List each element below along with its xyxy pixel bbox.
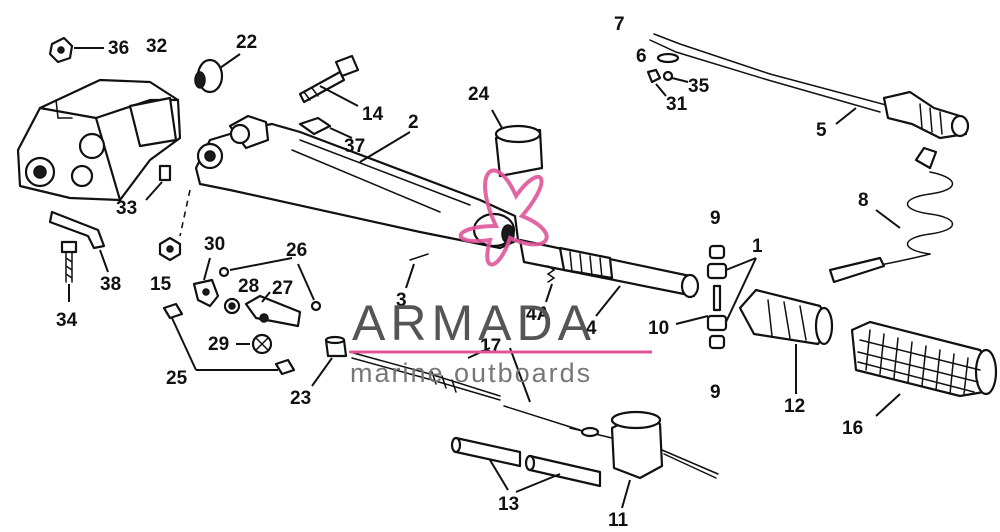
throttle-cable-17: [349, 347, 581, 431]
bolt-14: [298, 54, 360, 107]
callout-34: 34: [56, 310, 78, 331]
callout-26: 26: [286, 240, 307, 261]
callout-6: 6: [636, 46, 647, 67]
screws-25: [162, 302, 296, 376]
callout-8: 8: [858, 190, 869, 211]
callout-12: 12: [784, 396, 805, 417]
pin-3: [405, 253, 429, 289]
lanyard-8: [828, 146, 953, 284]
bracket-30: [192, 257, 220, 308]
callout-30: 30: [204, 234, 225, 255]
callout-33: 33: [116, 198, 137, 219]
armada-logo: [458, 168, 549, 267]
bushing-24: [491, 109, 544, 178]
nut-36: [48, 36, 104, 64]
boot-22: [194, 53, 241, 94]
callout-14: 14: [362, 104, 384, 125]
clip-38: [48, 210, 109, 273]
tiller-arm: [194, 114, 520, 250]
washer-35: [662, 70, 689, 83]
callout-10: 10: [648, 318, 669, 339]
sleeves-13: [450, 436, 602, 493]
cable-weight-11: [569, 410, 719, 509]
callout-16: 16: [842, 418, 863, 439]
assembly-line: [179, 189, 191, 237]
callout-37: 37: [344, 136, 365, 157]
screw-31: [646, 68, 667, 97]
callout-29: 29: [208, 334, 229, 355]
callout-7: 7: [614, 14, 625, 35]
nut-15: [158, 236, 182, 262]
sleeve-23: [311, 335, 348, 387]
link-pin-group: [675, 244, 757, 350]
watermark-tagline: marine outboards: [350, 358, 592, 388]
callout-labels: 1 2 3 4 4A 5 6 7 8 9 9 10 11 12 13 14 15…: [56, 14, 869, 531]
friction-block-27: [244, 291, 302, 328]
stop-switch-cable-5: [649, 33, 970, 140]
callout-28: 28: [238, 276, 259, 297]
callout-38: 38: [100, 274, 121, 295]
callout-3: 3: [396, 290, 407, 311]
callout-27: 27: [272, 278, 293, 299]
steering-bracket-housing: [16, 78, 182, 202]
callout-24: 24: [468, 84, 490, 105]
callout-2: 2: [408, 112, 419, 133]
callout-11: 11: [608, 510, 629, 531]
callout-5: 5: [816, 120, 827, 141]
callout-31: 31: [666, 94, 688, 115]
knob-29: [236, 333, 273, 355]
callout-1: 1: [752, 236, 763, 257]
washers-26: [218, 257, 322, 312]
spring-4a: [545, 265, 556, 303]
throttle-grip-12: [738, 288, 834, 394]
callout-9-bottom: 9: [710, 382, 721, 403]
callout-32: 32: [146, 36, 167, 57]
callout-4: 4: [586, 318, 597, 339]
callout-13: 13: [498, 494, 519, 515]
callout-25: 25: [166, 368, 188, 389]
washer-28: [223, 297, 241, 315]
bolt-34: [60, 240, 78, 302]
callout-4a: 4A: [526, 304, 551, 325]
callout-9-top: 9: [710, 208, 721, 229]
screw-33: [145, 164, 172, 201]
throttle-shaft: [518, 238, 700, 317]
callout-35: 35: [688, 76, 710, 97]
callout-23: 23: [290, 388, 311, 409]
handle-grip-16: [850, 320, 998, 417]
armada-watermark: ARMADA marine outboards: [350, 295, 652, 388]
callout-15: 15: [150, 274, 172, 295]
callout-22: 22: [236, 32, 257, 53]
watermark-brand: ARMADA: [352, 295, 596, 351]
grommet-6: [656, 52, 680, 64]
clip-37: [298, 116, 353, 139]
callout-36: 36: [108, 38, 129, 59]
propeller-logo-icon: [458, 168, 549, 267]
